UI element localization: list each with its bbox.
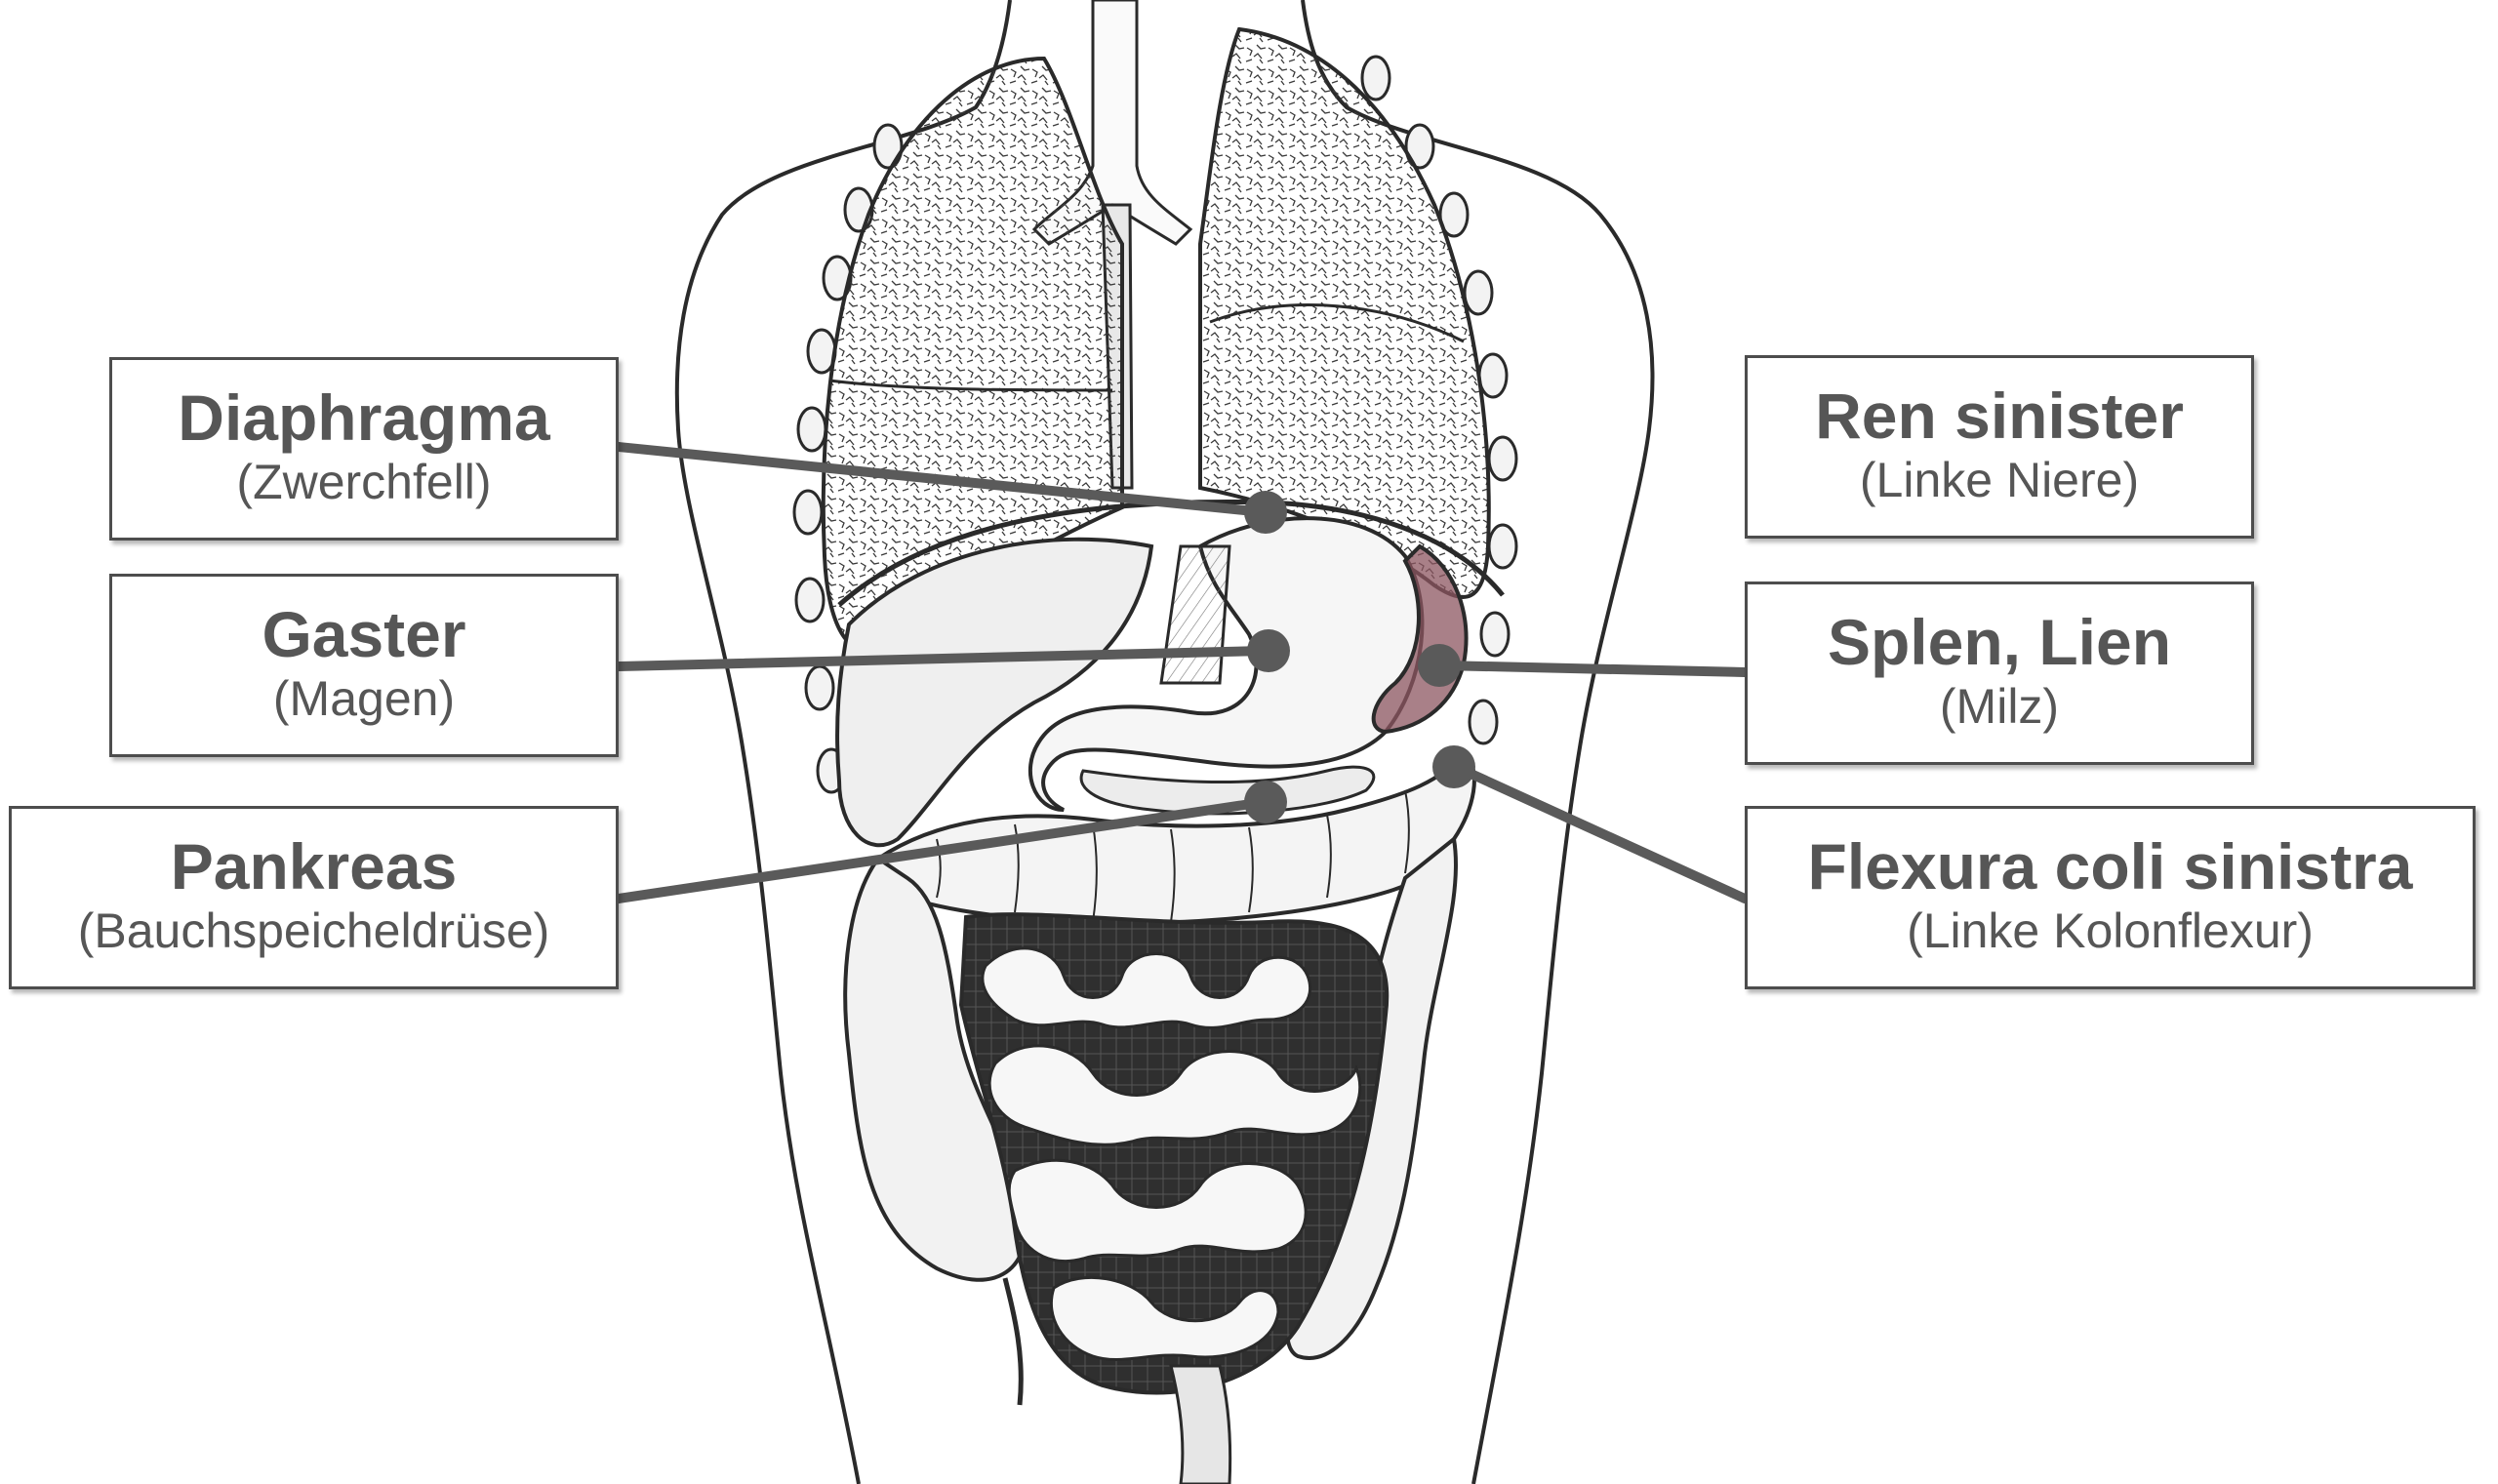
pancreas [1079, 765, 1376, 816]
label-ren-sinister: Ren sinister (Linke Niere) [1745, 355, 2254, 539]
label-subtitle: (Linke Niere) [1859, 453, 2140, 508]
leader-line-splen [1436, 661, 1750, 677]
label-title: Pankreas [170, 830, 458, 903]
label-subtitle: (Zwerchfell) [236, 455, 492, 510]
diaphragm-curve [837, 500, 1505, 607]
leader-line-gaster [614, 646, 1270, 671]
lung-left [821, 56, 1124, 652]
label-splen: Splen, Lien (Milz) [1745, 582, 2254, 765]
label-subtitle: (Milz) [1939, 679, 2060, 735]
small-intestine [958, 912, 1390, 1395]
dot-pankreas [1244, 781, 1287, 823]
leader-line-pankreas [614, 797, 1269, 903]
label-subtitle: (Linke Kolonflexur) [1907, 903, 2314, 959]
esophagus-lower [1159, 544, 1231, 685]
leader-lines [614, 442, 1750, 903]
label-title: Splen, Lien [1827, 606, 2172, 679]
transverse-colon [876, 747, 1476, 926]
rib-ovals-left [792, 123, 904, 794]
dot-flexura [1432, 745, 1475, 788]
label-title: Gaster [262, 598, 466, 671]
ascending-colon [843, 856, 1028, 1282]
liver [835, 537, 1154, 848]
label-subtitle: (Magen) [272, 671, 456, 727]
rectum [1169, 1364, 1232, 1484]
rib-ovals-right [1360, 55, 1518, 745]
dot-diaphragma [1244, 491, 1287, 534]
leader-dots [1244, 491, 1475, 823]
dot-splen [1418, 644, 1461, 687]
label-gaster: Gaster (Magen) [109, 574, 619, 757]
colon-haustra [936, 789, 1410, 923]
lung-right [1198, 26, 1491, 599]
intestine-loops [981, 946, 1362, 1362]
label-diaphragma: Diaphragma (Zwerchfell) [109, 357, 619, 541]
label-pankreas: Pankreas (Bauchspeicheldrüse) [9, 806, 619, 989]
appendix [1002, 1277, 1024, 1406]
label-subtitle: (Bauchspeicheldrüse) [77, 903, 550, 959]
leader-line-flexura [1451, 762, 1750, 903]
leader-line-diaphragma [614, 442, 1269, 517]
dot-gaster [1247, 629, 1290, 672]
label-title: Ren sinister [1815, 380, 2184, 453]
label-flexura-coli-sinistra: Flexura coli sinistra (Linke Kolonflexur… [1745, 806, 2476, 989]
label-title: Flexura coli sinistra [1807, 830, 2413, 903]
label-title: Diaphragma [178, 381, 550, 455]
